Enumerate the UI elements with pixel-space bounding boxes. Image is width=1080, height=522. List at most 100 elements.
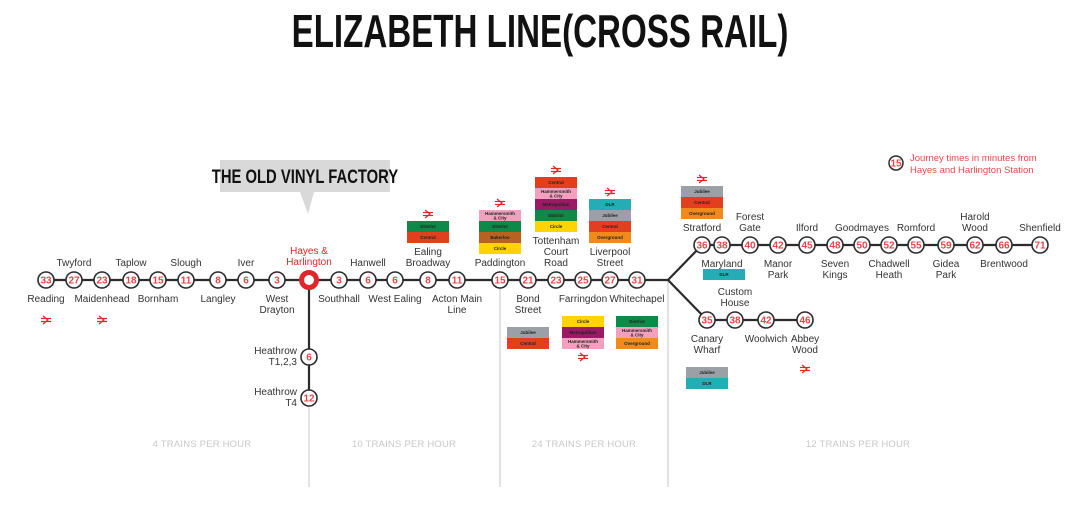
journey-time: 42	[772, 241, 784, 252]
line-chip-circle	[479, 243, 521, 254]
station-name: Bond	[516, 294, 539, 305]
station-marker	[65, 271, 83, 289]
line-chip-central	[407, 232, 449, 243]
line-chip-label: & City	[630, 333, 643, 338]
journey-time: 3	[274, 276, 280, 287]
station-name: Tottenham	[533, 236, 580, 247]
line-chip-district	[479, 221, 521, 232]
legend-sample-value: 15	[890, 159, 902, 170]
line-chip-label: & City	[549, 194, 562, 199]
line-chip-label: DLR	[605, 202, 615, 207]
journey-time: 31	[631, 276, 643, 287]
journey-time: 36	[696, 241, 708, 252]
line-chip-circle	[535, 221, 577, 232]
journey-time: 18	[125, 276, 137, 287]
line-chip-label: & City	[493, 216, 506, 221]
national-rail-icon	[41, 315, 51, 325]
national-rail-icon	[423, 209, 433, 219]
station-name: Liverpool	[590, 247, 631, 258]
station-hayes-harlington: Hayes &Harlington	[286, 246, 332, 290]
journey-time: 21	[522, 276, 534, 287]
station-marker	[237, 271, 255, 289]
station-marker	[995, 236, 1013, 254]
journey-time: 50	[856, 241, 868, 252]
line-chip-overground	[589, 232, 631, 243]
line-chip-jubilee	[589, 210, 631, 221]
legend-line-1: Journey times in minutes from	[910, 153, 1037, 164]
station-name: Stratford	[683, 223, 721, 234]
station-name: Heath	[876, 270, 903, 281]
station-name: Gidea	[933, 259, 960, 270]
station-name: T4	[285, 398, 297, 409]
station-name: West	[266, 294, 289, 305]
hub-name: Hayes &	[290, 246, 328, 257]
journey-time: 66	[998, 241, 1010, 252]
line-chip-label: Jubilee	[602, 213, 618, 218]
station-name: Manor	[764, 259, 793, 270]
callout-label: THE OLD VINYL FACTORY	[212, 166, 399, 187]
journey-time: 25	[577, 276, 589, 287]
line-chip-central	[589, 221, 631, 232]
station-marker	[966, 236, 984, 254]
line-chip-district	[535, 210, 577, 221]
station-name: Drayton	[259, 305, 294, 316]
station-name: Paddington	[475, 258, 526, 269]
legend: 15 Journey times in minutes from Hayes a…	[888, 153, 1037, 176]
station-name: Chadwell	[868, 259, 909, 270]
journey-time: 6	[392, 276, 398, 287]
station-name: Park	[936, 270, 958, 281]
station-name: Hanwell	[350, 258, 386, 269]
station-marker	[713, 236, 731, 254]
journey-time: 48	[829, 241, 841, 252]
station-marker	[359, 271, 377, 289]
journey-time: 6	[306, 353, 312, 364]
station-name: Heathrow	[254, 346, 298, 357]
national-rail-icon	[551, 165, 561, 175]
journey-time: 27	[68, 276, 80, 287]
station-name: Slough	[170, 258, 201, 269]
journey-time: 42	[760, 316, 772, 327]
station-name: Wood	[792, 345, 818, 356]
section-label: 4 TRAINS PER HOUR	[153, 439, 252, 450]
line-chip-label: District	[492, 224, 508, 229]
station-marker	[300, 348, 318, 366]
station-name: Park	[768, 270, 790, 281]
line-chip-label: Hammersmith	[622, 328, 652, 333]
line-chip-metropolitan	[562, 327, 604, 338]
station-marker	[149, 271, 167, 289]
station-name: Court	[544, 247, 569, 258]
journey-time: 52	[883, 241, 895, 252]
station-name: West Ealing	[368, 294, 421, 305]
line-chip-label: District	[629, 319, 645, 324]
station-name: Langley	[200, 294, 235, 305]
station-name: Farringdon	[559, 294, 607, 305]
journey-time: 45	[801, 241, 813, 252]
line-chip-label: Jubilee	[699, 370, 715, 375]
legend-sample-circle	[888, 155, 904, 171]
line-chip-bakerloo	[479, 232, 521, 243]
station-marker	[330, 271, 348, 289]
station-marker	[93, 271, 111, 289]
section-label: 12 TRAINS PER HOUR	[806, 439, 910, 450]
line-chip-label: Central	[548, 180, 564, 185]
journey-time: 40	[744, 241, 756, 252]
station-name: Romford	[897, 223, 935, 234]
line-chip-hammersmith-city	[479, 210, 521, 221]
station-marker	[826, 236, 844, 254]
line-chip-label: Central	[520, 341, 536, 346]
national-rail-icon	[697, 174, 707, 184]
